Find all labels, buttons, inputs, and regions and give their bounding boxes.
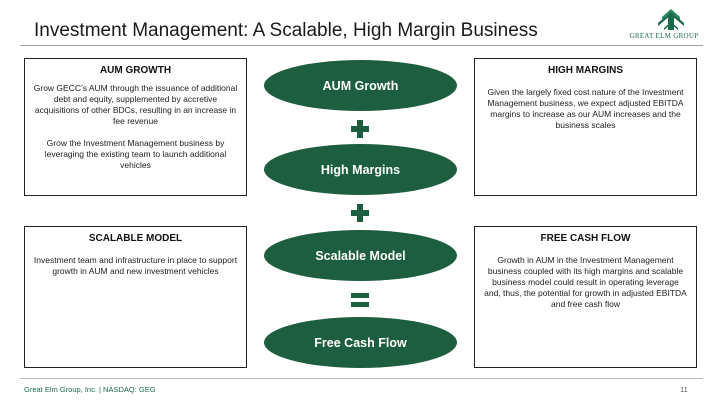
aum-growth-heading: AUM GROWTH [99,65,172,76]
footer-company: Great Elm Group, Inc. | NASDAQ: GEG [24,385,156,394]
title-divider [20,45,703,46]
slide-title: Investment Management: A Scalable, High … [34,20,538,41]
high-margins-oval: High Margins [264,144,457,195]
page-number: 11 [680,385,688,394]
free-cash-flow-text: Growth in AUM in the Investment Manageme… [484,255,687,309]
aum-growth-box: AUM GROWTH Grow GECC’s AUM through the i… [24,58,247,196]
scalable-model-heading: SCALABLE MODEL [88,233,183,244]
logo-text: GREAT ELM GROUP [629,32,699,40]
high-margins-heading: HIGH MARGINS [548,65,623,76]
aum-growth-text-2: Grow the Investment Management business … [44,138,227,170]
scalable-model-oval: Scalable Model [264,230,457,281]
plus-icon [351,120,369,138]
equals-icon [351,293,369,307]
great-elm-logo: GREAT ELM GROUP [622,8,706,44]
free-cash-flow-box: FREE CASH FLOW Growth in AUM in the Inve… [474,226,697,368]
footer-divider [20,378,703,379]
plus-icon [351,204,369,222]
free-cash-flow-heading: FREE CASH FLOW [540,233,631,244]
chevron-stack-icon [658,9,684,30]
scalable-model-box: SCALABLE MODEL Investment team and infra… [24,226,247,368]
high-margins-text: Given the largely fixed cost nature of t… [487,87,684,130]
scalable-model-text: Investment team and infrastructure in pl… [33,255,238,276]
aum-growth-text-1: Grow GECC’s AUM through the issuance of … [33,83,238,126]
aum-growth-oval: AUM Growth [264,60,457,111]
free-cash-flow-oval: Free Cash Flow [264,317,457,368]
high-margins-box: HIGH MARGINS Given the largely fixed cos… [474,58,697,196]
